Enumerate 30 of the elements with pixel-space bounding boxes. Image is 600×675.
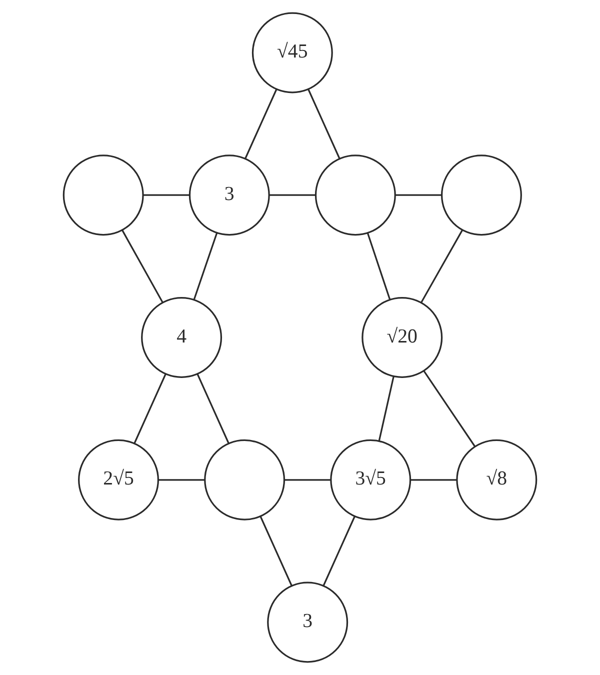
node-circle: 3√5 <box>330 439 412 520</box>
connector <box>143 194 190 196</box>
connector <box>122 230 164 303</box>
connector <box>244 88 278 159</box>
connector <box>260 516 292 586</box>
node-circle: √20 <box>362 297 443 378</box>
node-circle: 2√5 <box>78 439 160 520</box>
connector <box>193 232 218 300</box>
connector <box>366 232 391 300</box>
node-circle <box>440 154 522 236</box>
node-circle: 3 <box>267 582 348 663</box>
node-circle <box>62 154 144 236</box>
connector <box>410 479 457 481</box>
connector <box>420 230 463 303</box>
connector <box>284 479 331 481</box>
connector <box>269 194 316 196</box>
connector <box>134 374 166 444</box>
connector <box>158 479 205 481</box>
node-circle: 4 <box>141 297 222 378</box>
node-circle <box>314 154 396 236</box>
connector <box>423 370 476 447</box>
node-circle: √45 <box>252 12 333 94</box>
connector <box>378 376 394 441</box>
connector <box>322 516 356 586</box>
connector <box>196 374 230 444</box>
node-circle: √8 <box>456 439 538 520</box>
node-circle: 3 <box>188 154 270 236</box>
connector <box>395 194 442 196</box>
connector <box>308 88 340 159</box>
node-circle <box>204 439 286 520</box>
